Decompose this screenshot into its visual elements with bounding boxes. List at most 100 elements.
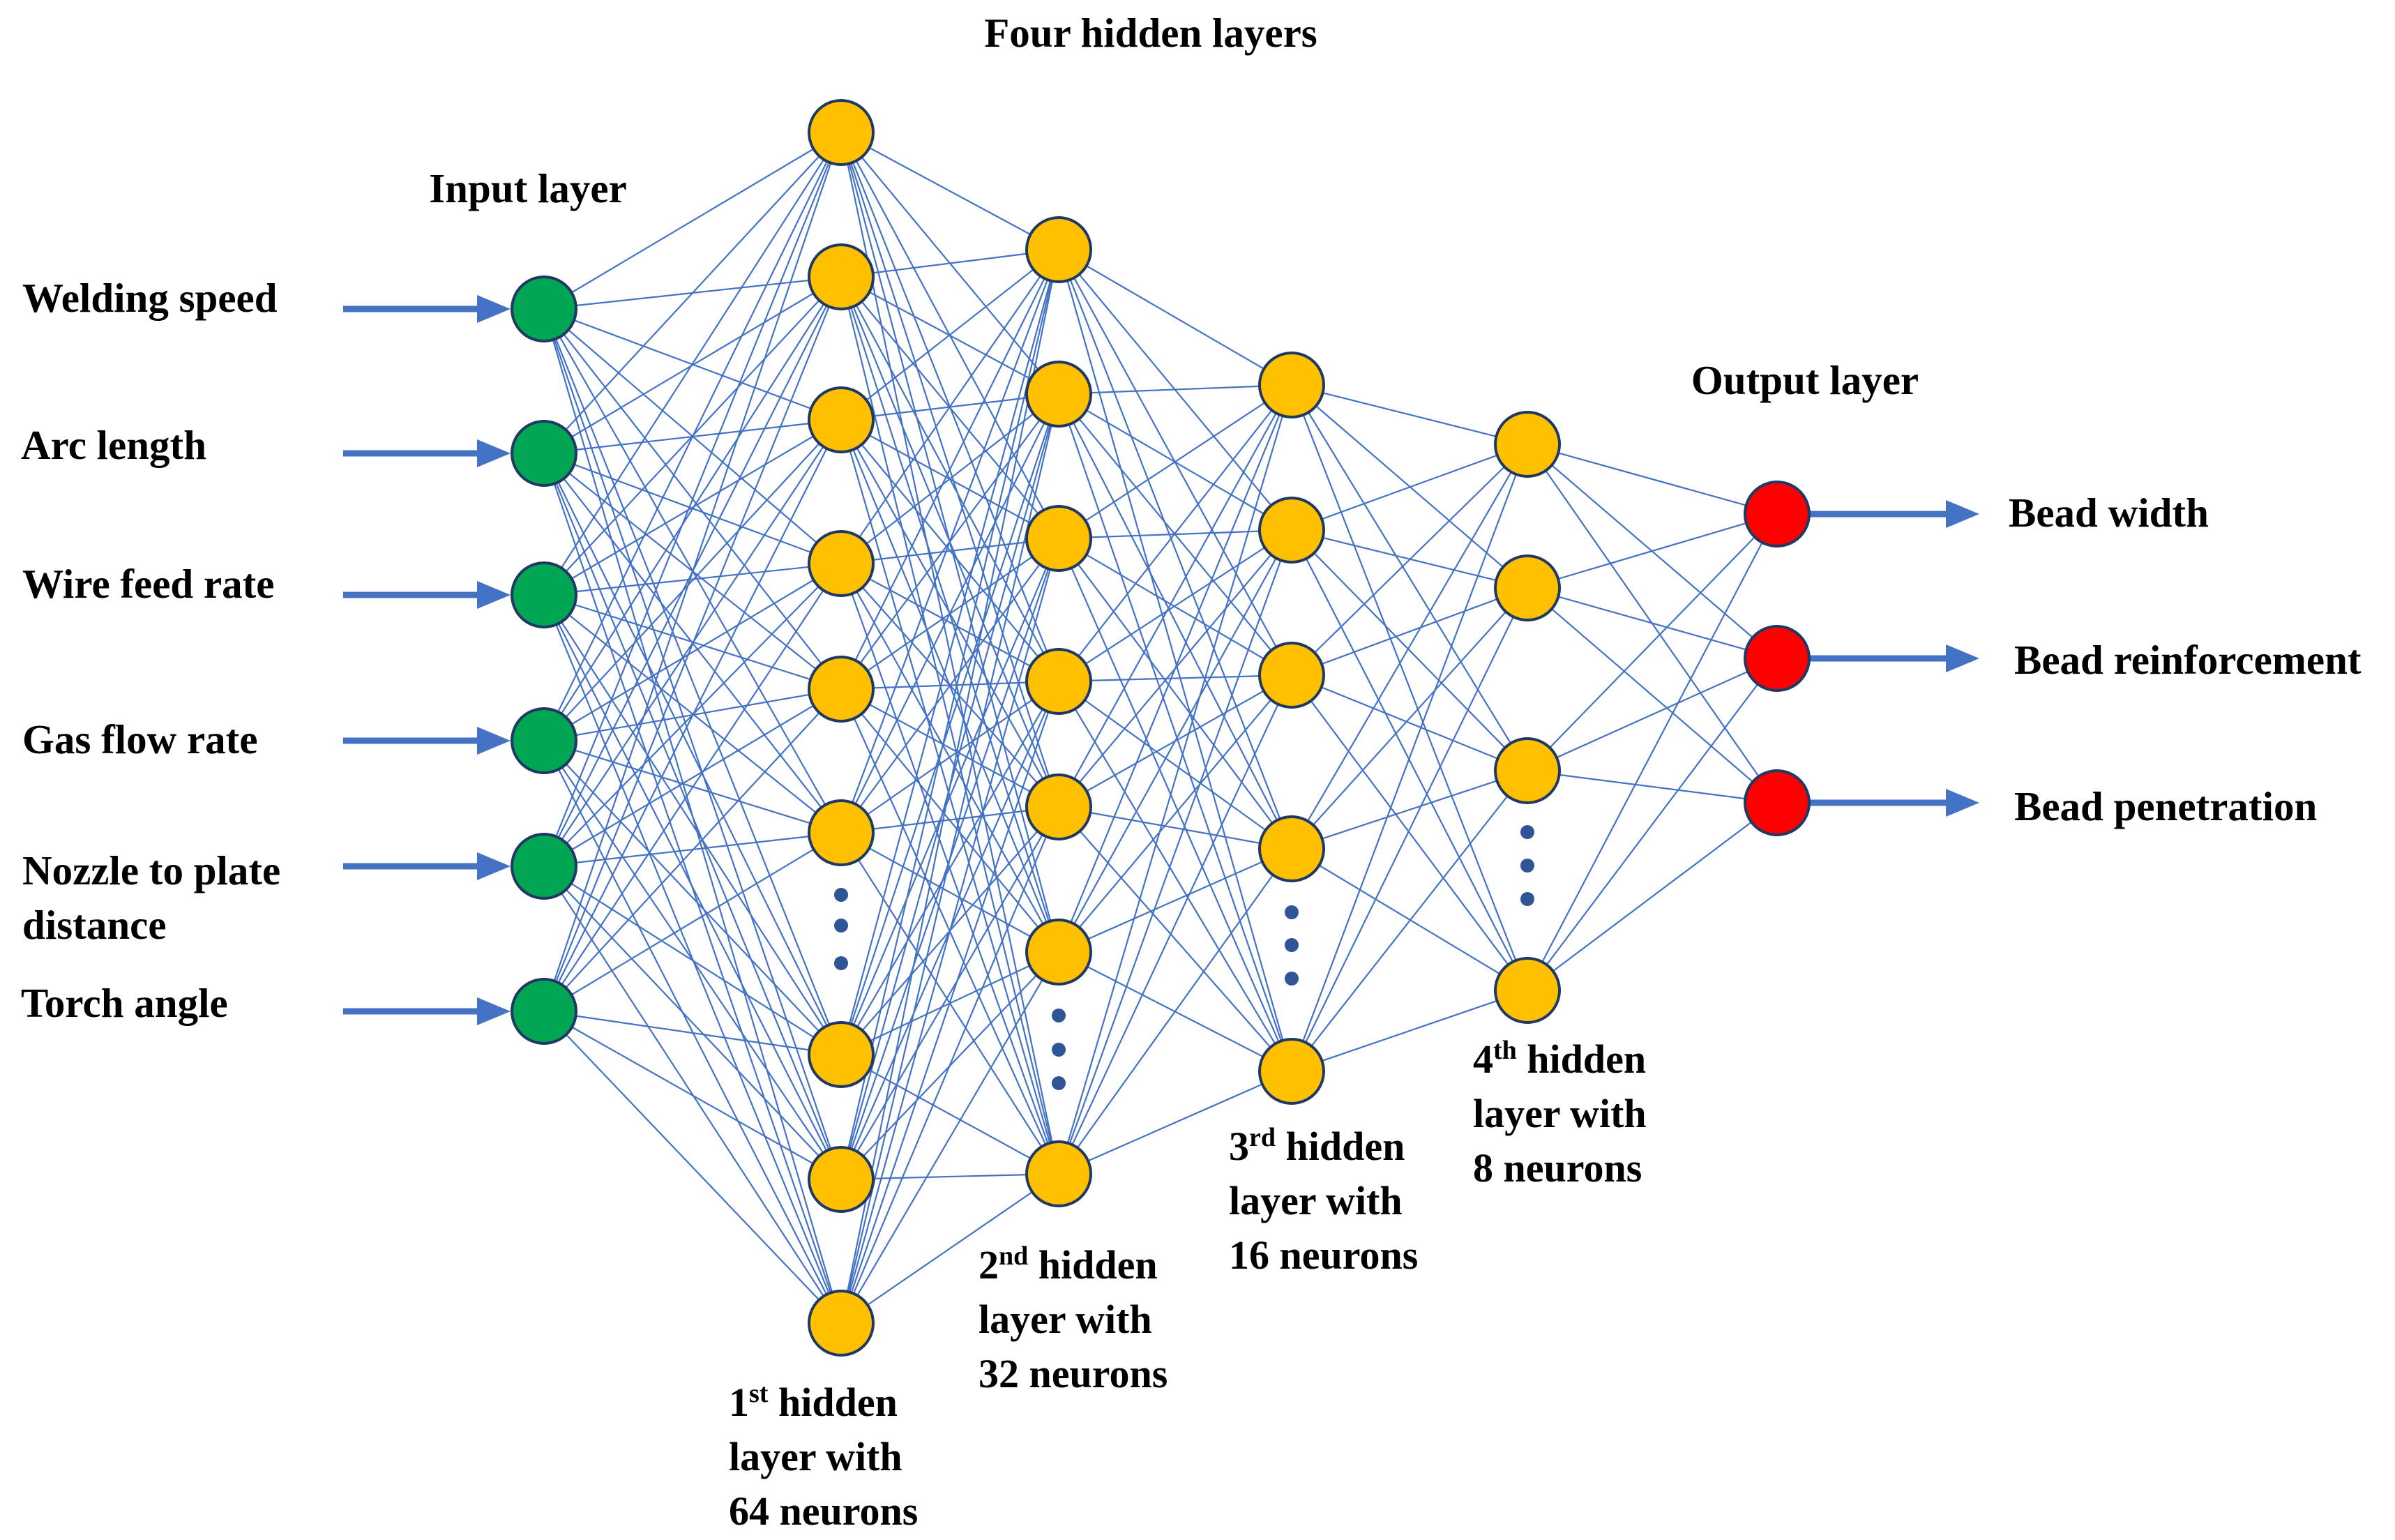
arrow-head-icon	[1946, 644, 1979, 672]
connection-line	[840, 393, 1059, 564]
connection-line	[543, 276, 843, 1012]
connection-line	[543, 563, 842, 1012]
ellipsis-dot	[1052, 1009, 1066, 1022]
connection-line	[1291, 384, 1528, 446]
connection-line	[840, 538, 1060, 1324]
input-neuron	[511, 275, 577, 342]
hidden3-neuron	[1258, 497, 1325, 564]
arrow-head-icon	[1946, 500, 1979, 528]
ellipsis-dot	[834, 956, 848, 970]
connection-line	[840, 1172, 1059, 1181]
connection-line	[1058, 249, 1292, 386]
hidden1-neuron	[808, 1146, 875, 1213]
diagram-title: Four hidden layers	[984, 10, 1317, 56]
connection-line	[840, 249, 1059, 564]
connection-line	[543, 132, 843, 1012]
ellipsis-dot	[1052, 1076, 1066, 1090]
connection-line	[840, 563, 1059, 682]
hidden1-neuron	[808, 386, 875, 453]
input-neuron	[511, 833, 577, 900]
connection-line	[543, 419, 842, 1012]
ellipsis-dots	[834, 825, 1534, 1090]
hidden1-neuron	[808, 99, 875, 166]
connection-line	[840, 249, 1060, 1055]
connection-line	[840, 951, 1059, 1324]
connection-line	[840, 537, 1059, 565]
hidden3-neuron	[1258, 815, 1325, 882]
hidden2-neuron	[1025, 361, 1092, 428]
hidden1-neuron	[808, 799, 875, 866]
connection-line	[840, 806, 1059, 1180]
hidden4-neuron	[1494, 411, 1561, 478]
connection-line	[840, 806, 1060, 1324]
connection-line	[1291, 587, 1528, 1072]
connection-line	[840, 248, 1059, 278]
ellipsis-dot	[1285, 938, 1299, 952]
connection-line	[543, 1011, 842, 1180]
hidden-layer-2-line1: 2nd hidden	[979, 1241, 1158, 1288]
ellipsis-dot	[1285, 905, 1299, 919]
connection-line	[840, 393, 1060, 1324]
connection-line	[840, 1173, 1059, 1324]
connection-line	[543, 308, 843, 1180]
connection-line	[840, 681, 1059, 1055]
hidden-layer-1-line3: 64 neurons	[729, 1488, 918, 1534]
hidden-layer-2-caption: 2nd hidden layer with 32 neurons	[979, 1241, 1168, 1396]
hidden-layer-4-line2: layer with	[1473, 1091, 1647, 1136]
connection-line	[543, 594, 842, 1055]
connection-line	[1057, 393, 1293, 1072]
hidden2-neuron	[1025, 773, 1092, 840]
output-neuron	[1744, 769, 1811, 836]
connection-line	[543, 866, 842, 1055]
connection-line	[1291, 444, 1528, 676]
connection-line	[543, 132, 842, 741]
connection-line	[543, 276, 842, 741]
hidden2-neuron	[1025, 919, 1092, 986]
connection-line	[1290, 384, 1529, 991]
output-label-bead-penetration: Bead penetration	[2014, 783, 2317, 829]
output-label-bead-reinforcement: Bead reinforcement	[2014, 637, 2362, 683]
connection-line	[543, 1011, 842, 1324]
output-label-bead-width: Bead width	[2009, 490, 2209, 536]
connection-line	[840, 681, 1060, 1324]
connection-line	[1057, 384, 1293, 953]
connection-line	[1058, 384, 1292, 808]
connection-line	[543, 132, 843, 867]
connection-line	[1291, 770, 1528, 1072]
hidden-layer-4-line1: 4th hidden	[1473, 1036, 1646, 1082]
input-label-nozzle-to-plate: Nozzle to plate	[22, 847, 280, 893]
connection-line	[543, 688, 842, 1012]
connection-line	[1058, 384, 1292, 682]
arrow-head-icon	[477, 727, 511, 755]
hidden-layer-3-caption: 3rd hidden layer with 16 neurons	[1229, 1123, 1418, 1278]
hidden-layer-4-caption: 4th hidden layer with 8 neurons	[1473, 1036, 1647, 1191]
connection-line	[1058, 674, 1292, 683]
neurons	[511, 99, 1811, 1357]
hidden2-neuron	[1025, 1140, 1092, 1207]
output-neuron	[1744, 481, 1811, 548]
arrow-head-icon	[477, 997, 511, 1025]
ellipsis-dot	[1520, 825, 1534, 839]
connection-line	[840, 249, 1060, 1324]
connection-line	[543, 132, 842, 454]
connection-line	[1058, 674, 1292, 953]
hidden-layer-1-caption: 1st hidden layer with 64 neurons	[729, 1379, 918, 1534]
hidden2-neuron	[1025, 216, 1092, 283]
connection-line	[840, 393, 1060, 1055]
hidden1-neuron	[808, 1021, 875, 1088]
connection-line	[1291, 444, 1528, 850]
connection-line	[1291, 384, 1528, 771]
connection-line	[543, 832, 842, 1012]
output-neuron	[1744, 625, 1811, 692]
connection-line	[1058, 674, 1292, 1175]
connection-line	[543, 740, 842, 1324]
connection-line	[543, 453, 842, 1055]
connection-line	[840, 393, 1059, 833]
hidden3-neuron	[1258, 642, 1325, 709]
connection-line	[840, 249, 1060, 833]
connection-line	[840, 832, 1059, 953]
connection-line	[840, 538, 1060, 1055]
connection-line	[1291, 587, 1528, 850]
arrow-head-icon	[477, 439, 511, 467]
ellipsis-dot	[1052, 1043, 1066, 1057]
